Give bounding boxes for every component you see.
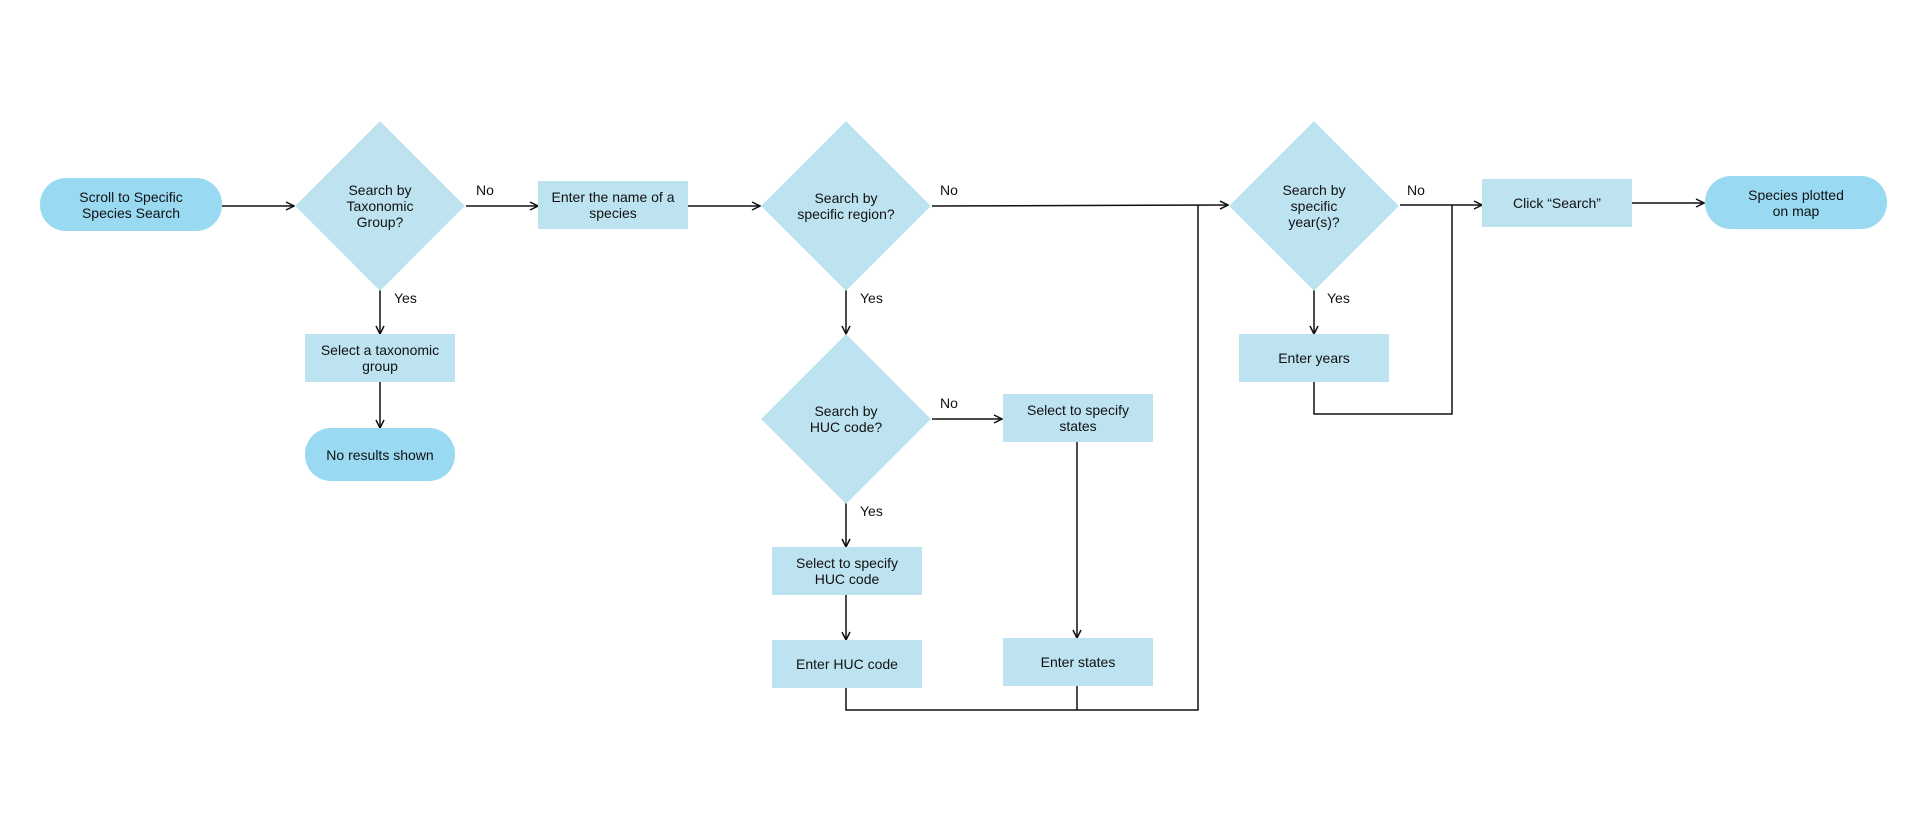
enter-species-name-node: Enter the name of a species — [538, 181, 688, 229]
label-region-no: No — [940, 182, 958, 198]
start-node: Scroll to Specific Species Search — [40, 178, 222, 231]
select-states-node: Select to specify states — [1003, 394, 1153, 442]
label-huc-no: No — [940, 395, 958, 411]
label-years-no: No — [1407, 182, 1425, 198]
region-decision: Search by specific region? — [761, 121, 931, 291]
edge-merge-to-years — [845, 205, 1199, 711]
label-years-yes: Yes — [1327, 290, 1350, 306]
end-node: Species plotted on map — [1705, 176, 1887, 229]
label-huc-yes: Yes — [860, 503, 883, 519]
huc-code-decision: Search by HUC code? — [761, 334, 931, 504]
select-huc-code-node: Select to specify HUC code — [772, 547, 922, 595]
enter-years-node: Enter years — [1239, 334, 1389, 382]
enter-states-node: Enter states — [1003, 638, 1153, 686]
label-region-yes: Yes — [860, 290, 883, 306]
click-search-node: Click “Search” — [1482, 179, 1632, 227]
select-taxonomic-group-node: Select a taxonomic group — [305, 334, 455, 382]
label-taxonomic-no: No — [476, 182, 494, 198]
edge-region-no — [931, 205, 1228, 206]
label-taxonomic-yes: Yes — [394, 290, 417, 306]
edge-years-loop — [1313, 205, 1453, 415]
enter-huc-code-node: Enter HUC code — [772, 640, 922, 688]
years-decision: Search by specific year(s)? — [1229, 121, 1399, 291]
taxonomic-group-decision: Search by Taxonomic Group? — [295, 121, 465, 291]
no-results-node: No results shown — [305, 428, 455, 481]
